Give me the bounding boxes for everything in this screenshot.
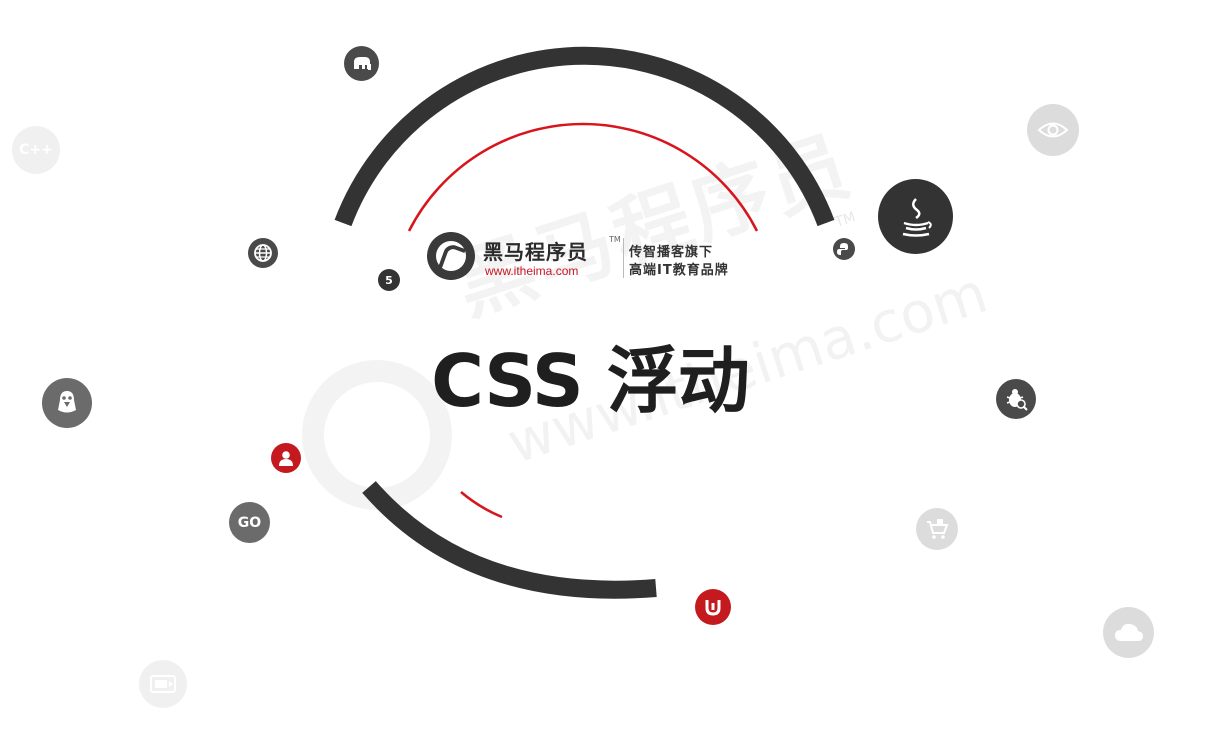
brand-url: www.itheima.com [485,264,579,278]
brand-name: 黑马程序员 [483,240,588,264]
ui-icon [695,589,731,625]
ecommerce-cart-icon [916,508,958,550]
eye-icon [1027,104,1079,156]
brand-divider [623,238,624,278]
linux-penguin-icon [42,378,92,428]
brand-trademark: TM [609,235,621,244]
slide-title: CSS 浮动 [431,339,750,423]
globe-icon [248,238,278,268]
bottom-red-arc [460,491,503,519]
brand-slogan-line1: 传智播客旗下 [629,245,714,260]
cloud-icon [1103,607,1154,658]
python-icon [833,238,855,260]
brand-slogan-line2: 高端IT教育品牌 [629,263,729,278]
php-elephant-icon [344,46,379,81]
bug-test-icon [996,379,1036,419]
top-red-arc [407,122,759,232]
horse-logo-icon [427,232,475,280]
go-icon: GO [229,502,270,543]
user-icon [271,443,301,473]
java-icon [878,179,953,254]
video-player-icon [139,660,187,708]
top-dark-arc [334,46,835,227]
bottom-dark-arc [362,481,657,599]
cpp-icon: C++ [12,126,60,174]
html5-icon: 5 [378,269,400,291]
